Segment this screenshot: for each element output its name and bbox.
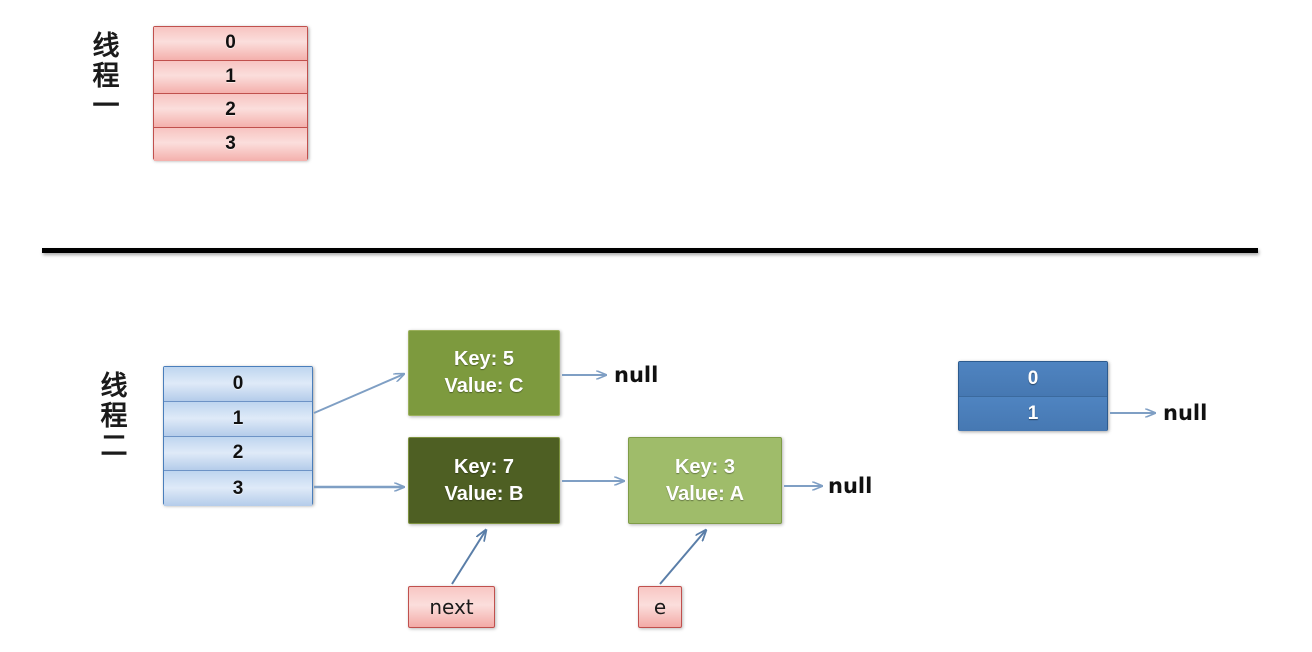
table-row: 1	[959, 396, 1107, 431]
thread-one-bucket-table: 0 1 2 3	[153, 26, 308, 161]
node-key7: Key: 7 Value: B	[408, 437, 560, 524]
table-row: 2	[154, 94, 307, 128]
thread-two-label-char-0: 线	[100, 371, 128, 402]
node-key3-key: Key: 3	[674, 455, 736, 478]
node-key7-value: Value: B	[444, 482, 524, 505]
null-label-after-right-table: null	[1163, 401, 1208, 425]
table-row: 3	[154, 127, 307, 161]
table-row: 1	[164, 401, 312, 437]
node-key5-key: Key: 5	[453, 348, 515, 370]
thread-one-label-char-0: 线	[92, 31, 120, 62]
thread-two-bucket-table: 0 1 2 3	[163, 366, 313, 506]
table-row: 1	[154, 60, 307, 94]
arrow-e-to-key3	[659, 530, 706, 585]
thread-one-label-char-2: 一	[92, 91, 120, 122]
pointer-e: e	[638, 586, 682, 628]
null-label-after-key3: null	[828, 474, 873, 498]
table-row: 3	[164, 471, 312, 506]
node-key5: Key: 5 Value: C	[408, 330, 560, 416]
arrow-bucket1-to-key5	[313, 374, 404, 414]
table-row: 0	[154, 27, 307, 61]
table-row: 0	[164, 367, 312, 402]
thread-one-label-char-1: 程	[92, 61, 120, 92]
node-key7-key: Key: 7	[453, 455, 515, 478]
thread-one-label: 线 程 一	[84, 32, 128, 122]
null-label-after-key5: null	[614, 363, 659, 387]
table-row: 0	[959, 362, 1107, 397]
node-key3: Key: 3 Value: A	[628, 437, 782, 524]
node-key3-value: Value: A	[665, 482, 745, 505]
section-divider	[42, 248, 1258, 253]
table-row: 2	[164, 436, 312, 472]
thread-two-label-char-1: 程	[100, 401, 128, 432]
resized-bucket-table: 0 1	[958, 361, 1108, 431]
thread-two-label-char-2: 二	[100, 431, 128, 462]
arrow-next-to-key7	[451, 530, 486, 585]
thread-two-label: 线 程 二	[92, 372, 136, 462]
pointer-next: next	[408, 586, 495, 628]
node-key5-value: Value: C	[444, 375, 524, 397]
